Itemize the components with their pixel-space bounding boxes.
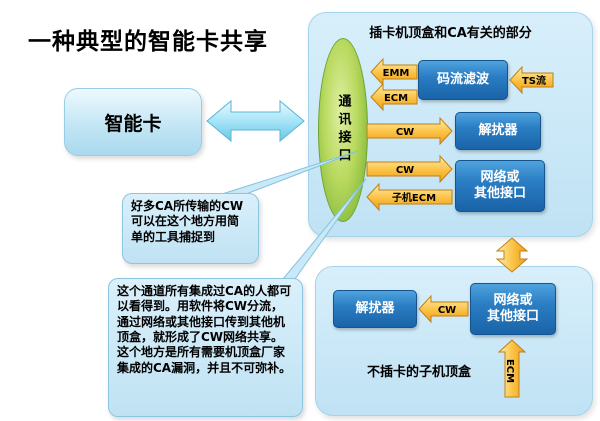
network-interface-label-top: 网络或 其他接口: [473, 169, 526, 201]
callout-capture-text: 好多CA所传输的CW可以在这个地方用简单的工具捕捉到: [131, 199, 244, 244]
comm-interface-ellipse: 通讯接口: [318, 38, 368, 222]
callout-share-text: 这个通道所有集成过CA的人都可以看得到。用软件将CW分流，通过网络或其他接口传到…: [117, 284, 292, 375]
network-interface-label-bottom: 网络或 其他接口: [486, 292, 539, 324]
comm-interface-label: 通讯接口: [335, 94, 351, 166]
callout-share-note: 这个通道所有集成过CA的人都可以看得到。用软件将CW分流，通过网络或其他接口传到…: [108, 278, 303, 417]
callout-capture-note: 好多CA所传输的CW可以在这个地方用简单的工具捕捉到: [122, 193, 259, 264]
diagram-title: 一种典型的智能卡共享: [28, 29, 268, 55]
stream-filter-label: 码流滤波: [436, 71, 489, 87]
network-interface-box-bottom: 网络或 其他接口: [470, 283, 556, 335]
network-interface-box-top: 网络或 其他接口: [455, 160, 545, 212]
descrambler-box-top: 解扰器: [455, 112, 541, 150]
smart-card-box: 智能卡: [64, 88, 202, 156]
descrambler-box-bottom: 解扰器: [333, 290, 417, 328]
smartcard-link-double-arrow: [206, 99, 305, 143]
descrambler-label-bottom: 解扰器: [355, 300, 395, 316]
cardless-stb-panel-title: 不插卡的子机顶盒: [367, 365, 472, 380]
smart-card-label: 智能卡: [104, 112, 162, 135]
carded-stb-panel-title: 插卡机顶盒和CA有关的部分: [369, 26, 532, 41]
descrambler-label-top: 解扰器: [478, 122, 518, 138]
stream-filter-box: 码流滤波: [418, 60, 508, 100]
